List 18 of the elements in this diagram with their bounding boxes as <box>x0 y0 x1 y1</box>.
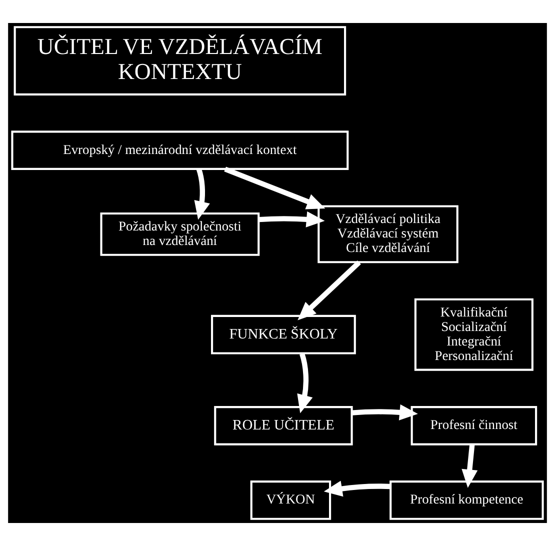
node-box: FUNKCE ŠKOLY <box>211 314 356 354</box>
node-box: Profesní kompetence <box>390 480 544 520</box>
node-box: Vzdělávací politika Vzdělávací systém Cíle vzdělávání <box>318 204 458 263</box>
arrow <box>462 444 478 488</box>
node-box: Požadavky společnosti na vzdělávání <box>100 212 260 256</box>
node-box: UČITEL VE VZDĚLÁVACÍM KONTEXTU <box>14 26 346 95</box>
arrow <box>224 166 326 209</box>
arrow <box>194 168 210 220</box>
node-box: Evropský / mezinárodní vzdělávací kontext <box>11 130 349 170</box>
arrow <box>297 352 313 413</box>
arrow <box>352 404 418 420</box>
arrow <box>324 480 391 496</box>
node-box: Profesní činnost <box>410 406 538 445</box>
node-box: ROLE UČITELE <box>214 406 353 445</box>
node-box: VÝKON <box>250 480 332 520</box>
arrow <box>298 260 361 320</box>
arrow <box>258 210 325 227</box>
node-box: Kvalifikační Socializační Integrační Personalizační <box>414 298 534 370</box>
